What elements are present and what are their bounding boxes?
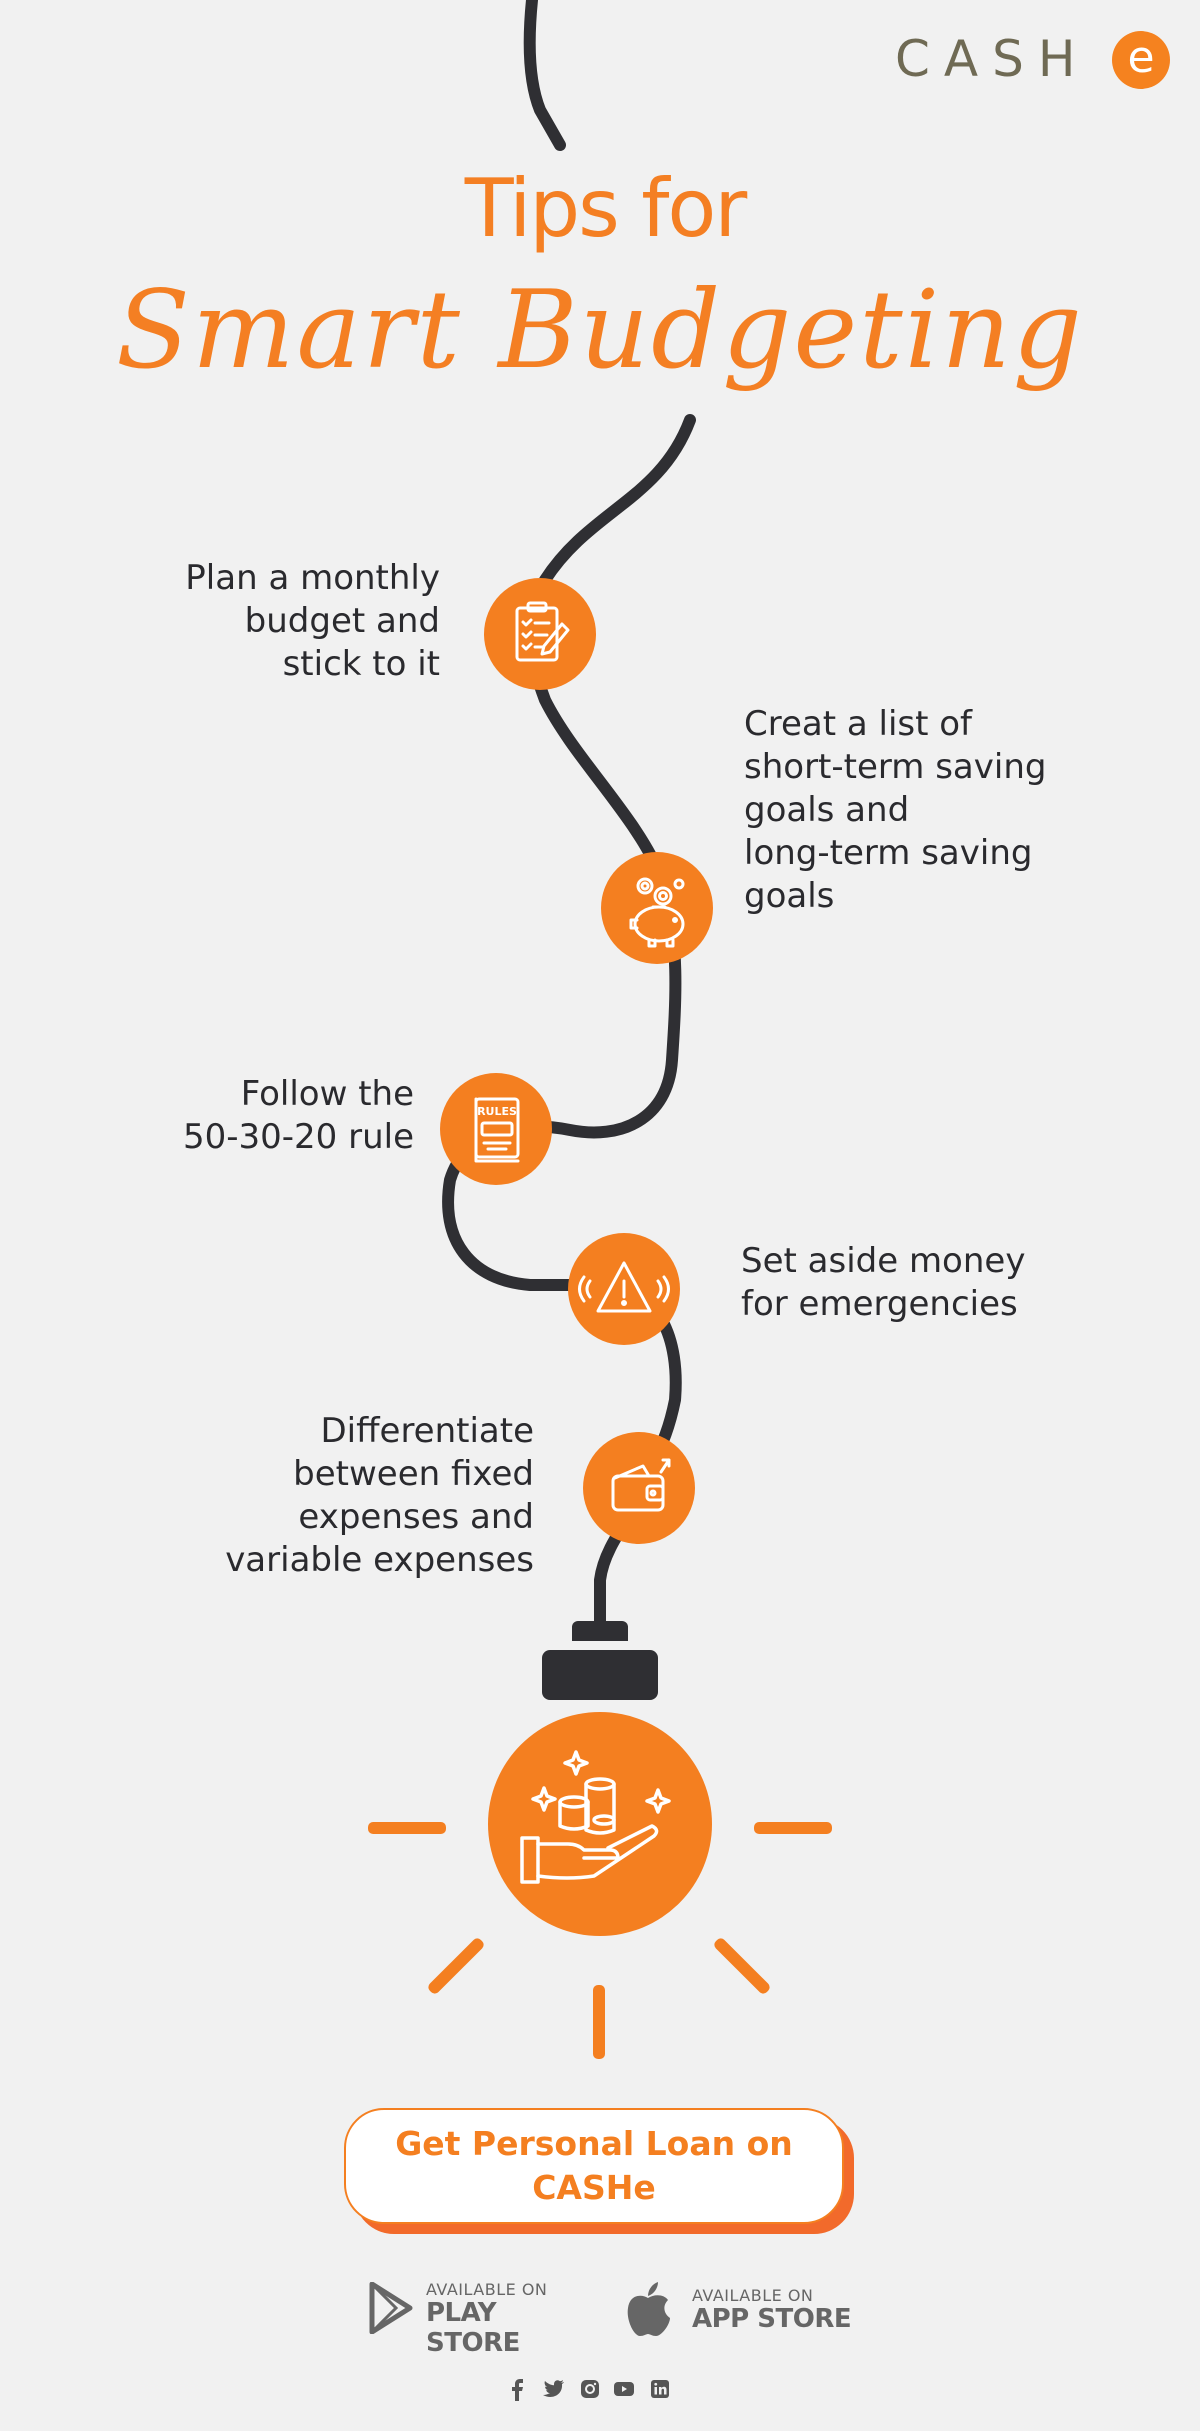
facebook-icon[interactable] (506, 2377, 530, 2401)
light-ray-bottom (593, 1985, 605, 2059)
play-store-icon (369, 2282, 413, 2334)
bulb-socket (542, 1650, 658, 1700)
clipboard-checklist-icon (484, 578, 596, 690)
apple-icon (627, 2282, 670, 2336)
app-store-big-label: APP STORE (692, 2304, 852, 2334)
title-line-2: Smart Budgeting (116, 268, 1084, 393)
play-store-badge[interactable]: AVAILABLE ON PLAY STORE (368, 2278, 588, 2358)
instagram-icon[interactable] (578, 2377, 602, 2401)
youtube-icon[interactable] (612, 2377, 636, 2401)
brand-logo-text: CASH (895, 30, 1090, 88)
piggy-bank-coins-icon (601, 852, 713, 964)
svg-text:RULES: RULES (477, 1105, 517, 1118)
bulb-socket-top (572, 1621, 628, 1641)
hand-holding-coins-icon (488, 1712, 712, 1936)
wallet-icon (583, 1432, 695, 1544)
app-store-small-label: AVAILABLE ON (692, 2286, 814, 2305)
linkedin-icon[interactable] (648, 2377, 672, 2401)
app-store-badge[interactable]: AVAILABLE ON APP STORE (622, 2278, 852, 2338)
light-ray-left (368, 1822, 446, 1834)
warning-triangle-icon (568, 1233, 680, 1345)
play-store-big-label: PLAY STORE (426, 2298, 520, 2358)
light-ray-right (754, 1822, 832, 1834)
twitter-icon[interactable] (542, 2377, 566, 2401)
rules-book-icon: RULES (440, 1073, 552, 1185)
play-store-small-label: AVAILABLE ON (426, 2280, 548, 2299)
title-line-1: Tips for (464, 162, 748, 255)
brand-logo-e: e (1112, 31, 1170, 89)
